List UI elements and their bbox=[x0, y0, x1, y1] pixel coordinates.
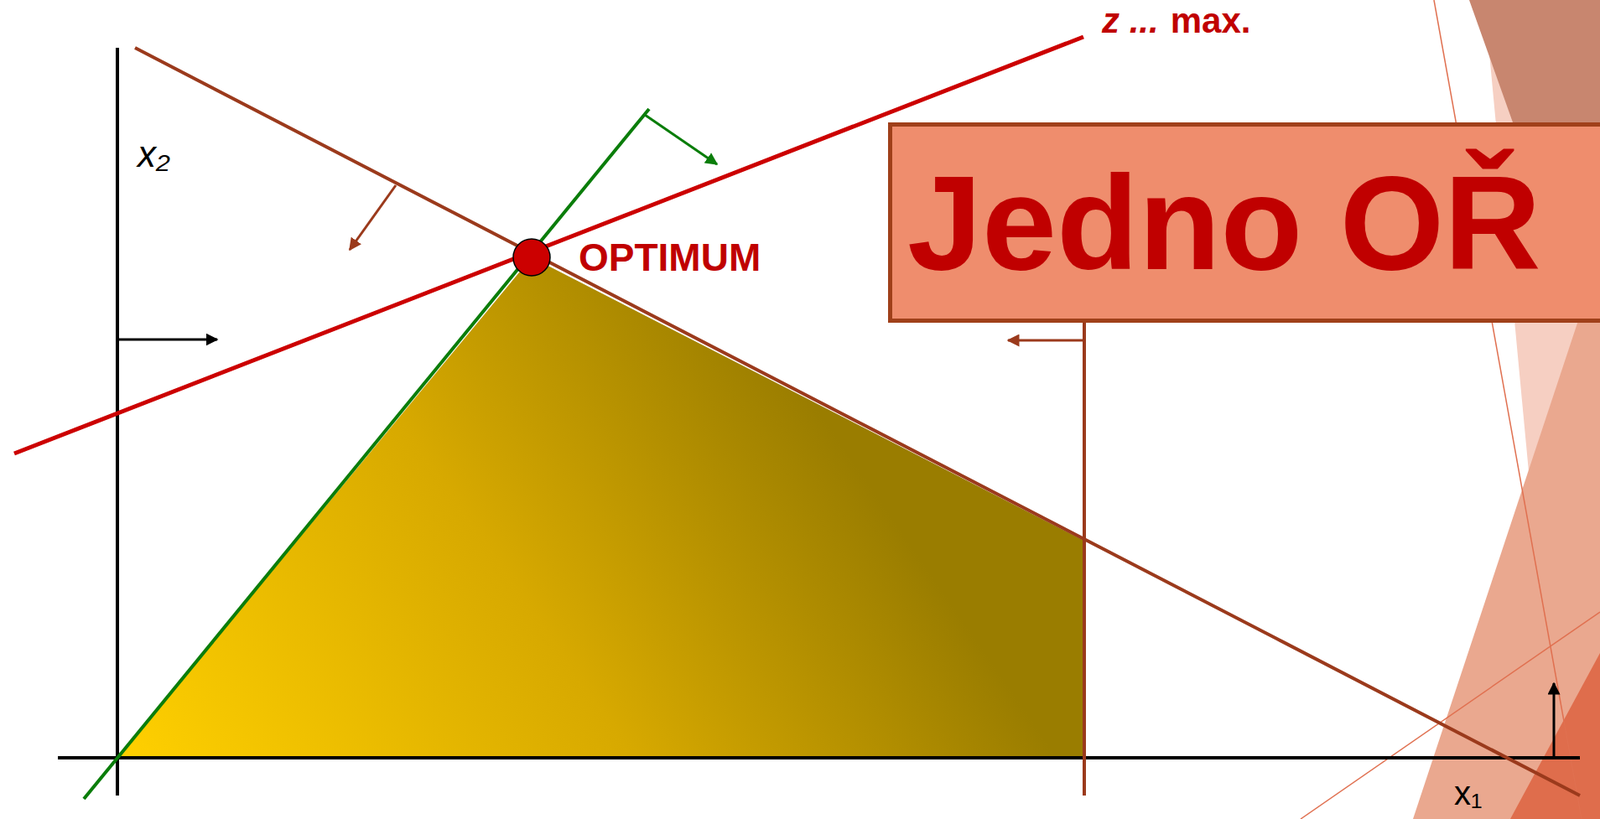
x2-axis bbox=[115, 47, 120, 796]
x1-axis bbox=[57, 756, 1580, 760]
optimum-point bbox=[513, 238, 551, 276]
objective-label: z ... bbox=[1101, 3, 1159, 39]
nonnegativity-arrow bbox=[1553, 683, 1556, 759]
decor-band bbox=[1510, 653, 1600, 819]
optimum-label: OPTIMUM bbox=[578, 238, 761, 277]
axis-label: x₁ bbox=[1454, 776, 1483, 811]
decor-line bbox=[1300, 612, 1600, 819]
title-text: Jedno OŘ bbox=[907, 155, 1542, 291]
constraint-arrow bbox=[1007, 339, 1085, 343]
nonnegativity-arrow bbox=[117, 338, 218, 342]
objective-label: max. bbox=[1170, 3, 1252, 39]
constraint-arrow bbox=[644, 114, 717, 165]
axis-label: x₂ bbox=[137, 135, 171, 173]
constraint-line bbox=[83, 109, 650, 800]
title-box: Jedno OŘ bbox=[888, 122, 1600, 323]
constraint-line bbox=[135, 47, 1580, 796]
feasible-region bbox=[117, 257, 1085, 759]
constraint-arrow bbox=[349, 185, 396, 250]
constraint-line bbox=[1082, 322, 1086, 796]
decor-band bbox=[1412, 254, 1600, 819]
